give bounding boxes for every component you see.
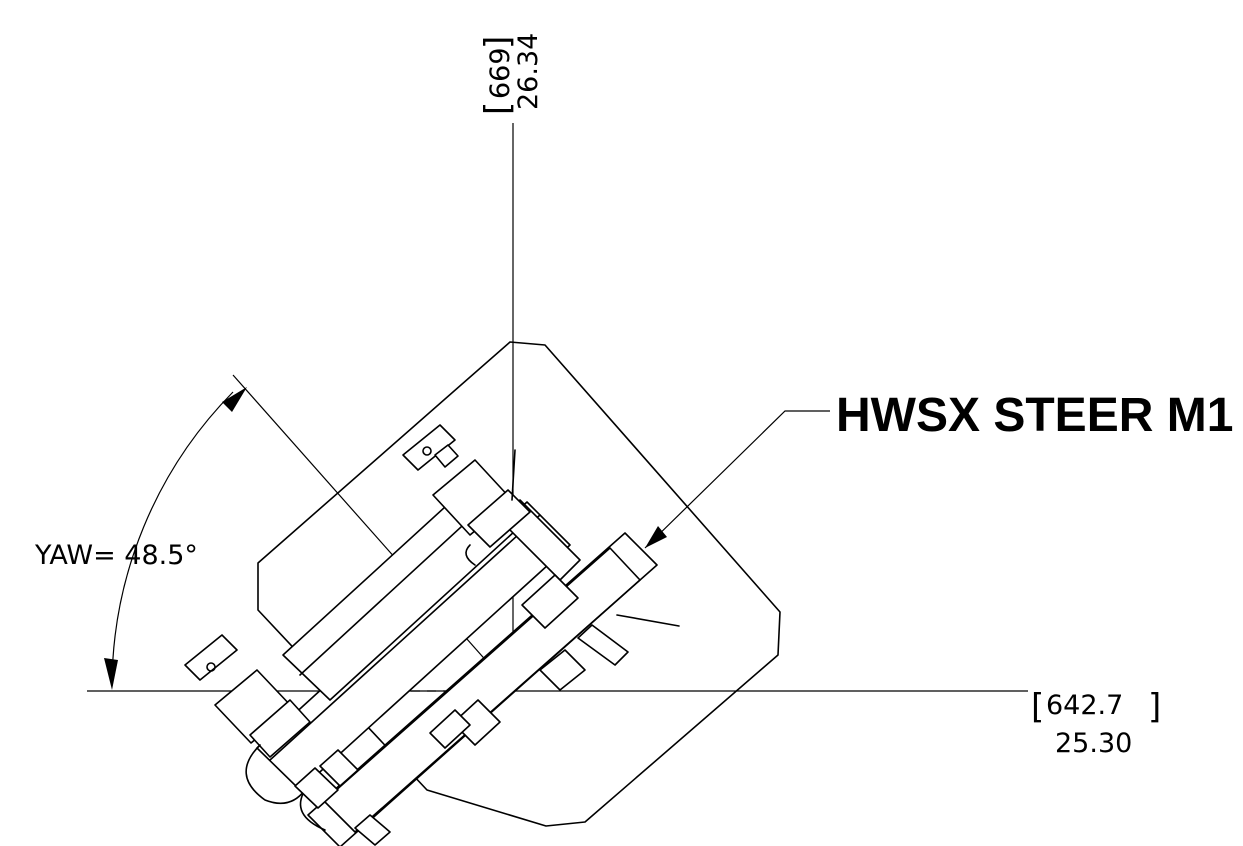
callout-arrowhead: [645, 526, 667, 548]
callout-leader: [644, 410, 830, 549]
yaw-angle-arc: [111, 391, 234, 687]
yaw-label: YAW= 48.5°: [34, 540, 198, 571]
vertical-dimension-imperial: 26.34: [513, 33, 544, 110]
upper-adjuster: [402, 424, 531, 566]
vertical-dimension: [ 669 ] 26.34: [478, 33, 544, 115]
horizontal-dimension-metric: 642.7: [1046, 690, 1123, 721]
vertical-dimension-metric: 669: [485, 47, 516, 99]
yaw-arrow-top: [222, 387, 247, 412]
yaw-arrow-bottom: [104, 658, 118, 690]
horizontal-dimension: [ 642.7 ] 25.30: [1031, 687, 1161, 759]
housing-outline: [257, 341, 781, 827]
lower-adjuster: [184, 634, 391, 846]
callout-label: HWSX STEER M1: [836, 389, 1233, 442]
svg-text:]: ]: [1148, 687, 1161, 727]
svg-text:[: [: [478, 102, 518, 115]
horizontal-dimension-imperial: 25.30: [1055, 728, 1132, 759]
svg-text:[: [: [1031, 687, 1044, 727]
svg-text:]: ]: [478, 36, 518, 49]
